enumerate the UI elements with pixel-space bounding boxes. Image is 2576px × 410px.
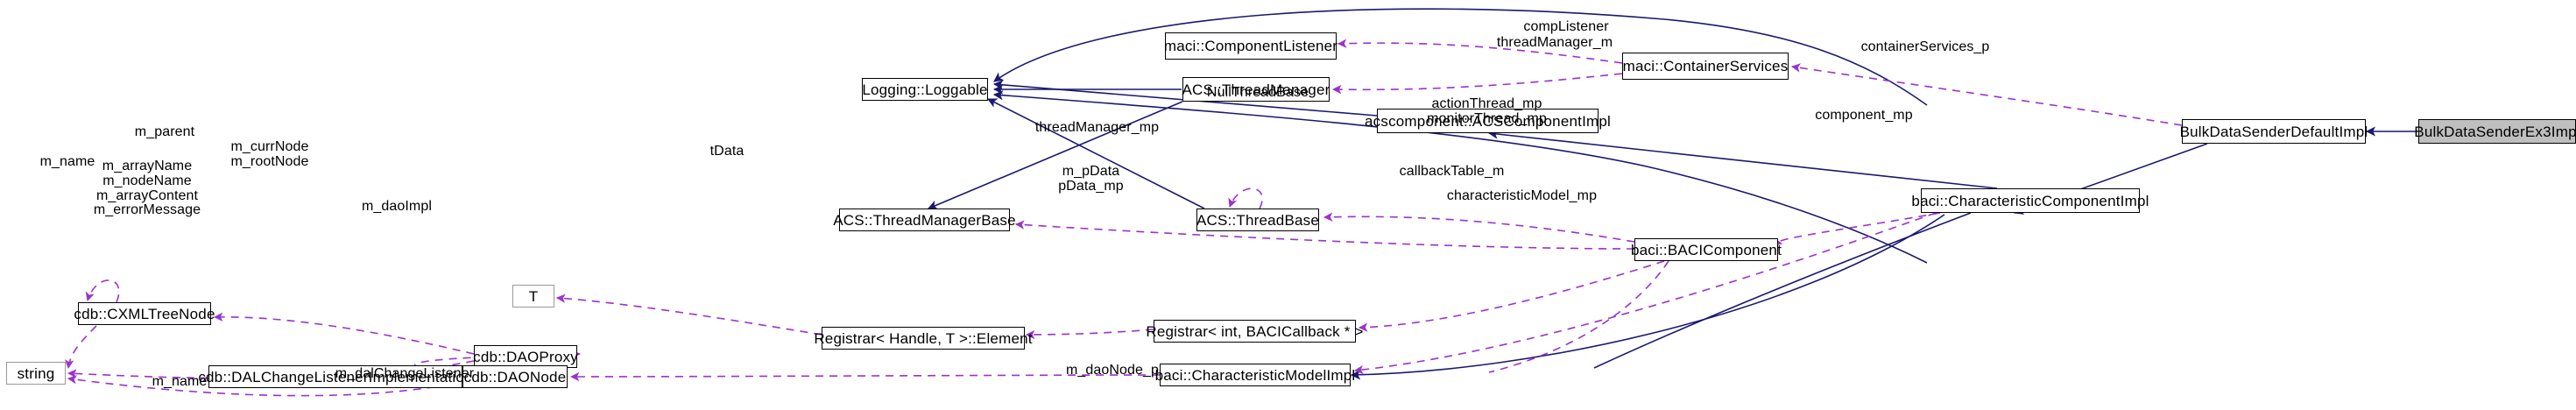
node-maci-componentlistener[interactable]: maci::ComponentListener [1164,32,1337,60]
edge-label-actionthread-mp: actionThread_mp monitorThread_mp [1427,96,1547,126]
edge-label-callbacktable-m: callbackTable_m [1399,164,1505,179]
edge-label-tdata: tData [709,144,745,159]
node-baci-characteristicmodelimpl[interactable]: baci::CharacteristicModelImpl [1155,364,1355,386]
edge-label-m-currnode: m_currNode m_rootNode [230,139,309,169]
node-bulkdatasenderex3impl[interactable]: BulkDataSenderEx3Impl [2414,119,2576,144]
edge-label-m-pdata: m_pData pData_mp [1058,164,1124,194]
edge-label-component-mp: component_mp [1815,108,1913,123]
edge-label-m-name-bottom: m_name [152,374,208,389]
node-cdb-daoproxy[interactable]: cdb::DAOProxy [473,345,578,368]
node-maci-containerservices[interactable]: maci::ContainerServices [1622,53,1789,80]
inheritance-edges [927,8,2417,380]
node-acs-threadbase[interactable]: ACS::ThreadBase [1196,209,1319,231]
node-acscomponent-acscomponentimpl[interactable]: acscomponent::ACSComponentImpl [1365,109,1611,133]
node-cdb-daonode[interactable]: cdb::DAONode [462,365,568,388]
node-baci-characteristiccomponentimpl[interactable]: baci::CharacteristicComponentImpl [1911,188,2149,213]
node-acs-threadmanager[interactable]: ACS::ThreadManager [1182,77,1330,102]
edge-label-characteristicmodel-mp: characteristicModel_mp [1446,188,1598,203]
node-logging-loggable[interactable]: Logging::Loggable [862,78,988,101]
edge-label-containerservices-p: containerServices_p [1860,39,1990,54]
node-string[interactable]: string [6,362,66,385]
node-bulkdatasenderdefaultimpl[interactable]: BulkDataSenderDefaultImpl [2180,119,2368,144]
edge-label-threadmanager-m: threadManager_m [1496,35,1613,50]
edge-label-m-name-left: m_name [39,154,95,169]
edge-label-m-dalchangelistener: m_dalChangeListener [335,366,475,381]
node-registrar-handle-t-element[interactable]: Registrar< Handle, T >::Element [814,327,1032,350]
usage-edges [65,39,2183,397]
edge-label-nullthreadbase: NullThreadBase [1206,85,1309,100]
edge-label-complistener: compListener [1523,19,1609,34]
node-cdb-dalchangelistenerimplementation[interactable]: cdb::DALChangeListenerImplementation [198,365,473,388]
node-baci-bacicomponent[interactable]: baci::BACIComponent [1631,238,1782,261]
node-registrar-int-bacicallback[interactable]: Registrar< int, BACICallback * > [1146,320,1363,343]
edge-label-m-arrayname: m_arrayName m_nodeName m_arrayContent m_… [93,159,201,218]
node-cdb-cxmltreenode[interactable]: cdb::CXMLTreeNode [74,302,215,325]
edge-label-m-daoimpl: m_daoImpl [361,199,433,214]
node-t[interactable]: T [512,285,554,308]
node-acs-threadmanagerbase[interactable]: ACS::ThreadManagerBase [833,209,1016,231]
edge-label-m-daonode-p: m_daoNode_p [1065,363,1160,378]
edge-label-threadmanager-mp: threadManager_mp [1034,120,1160,135]
edge-label-m-parent: m_parent [134,124,195,139]
